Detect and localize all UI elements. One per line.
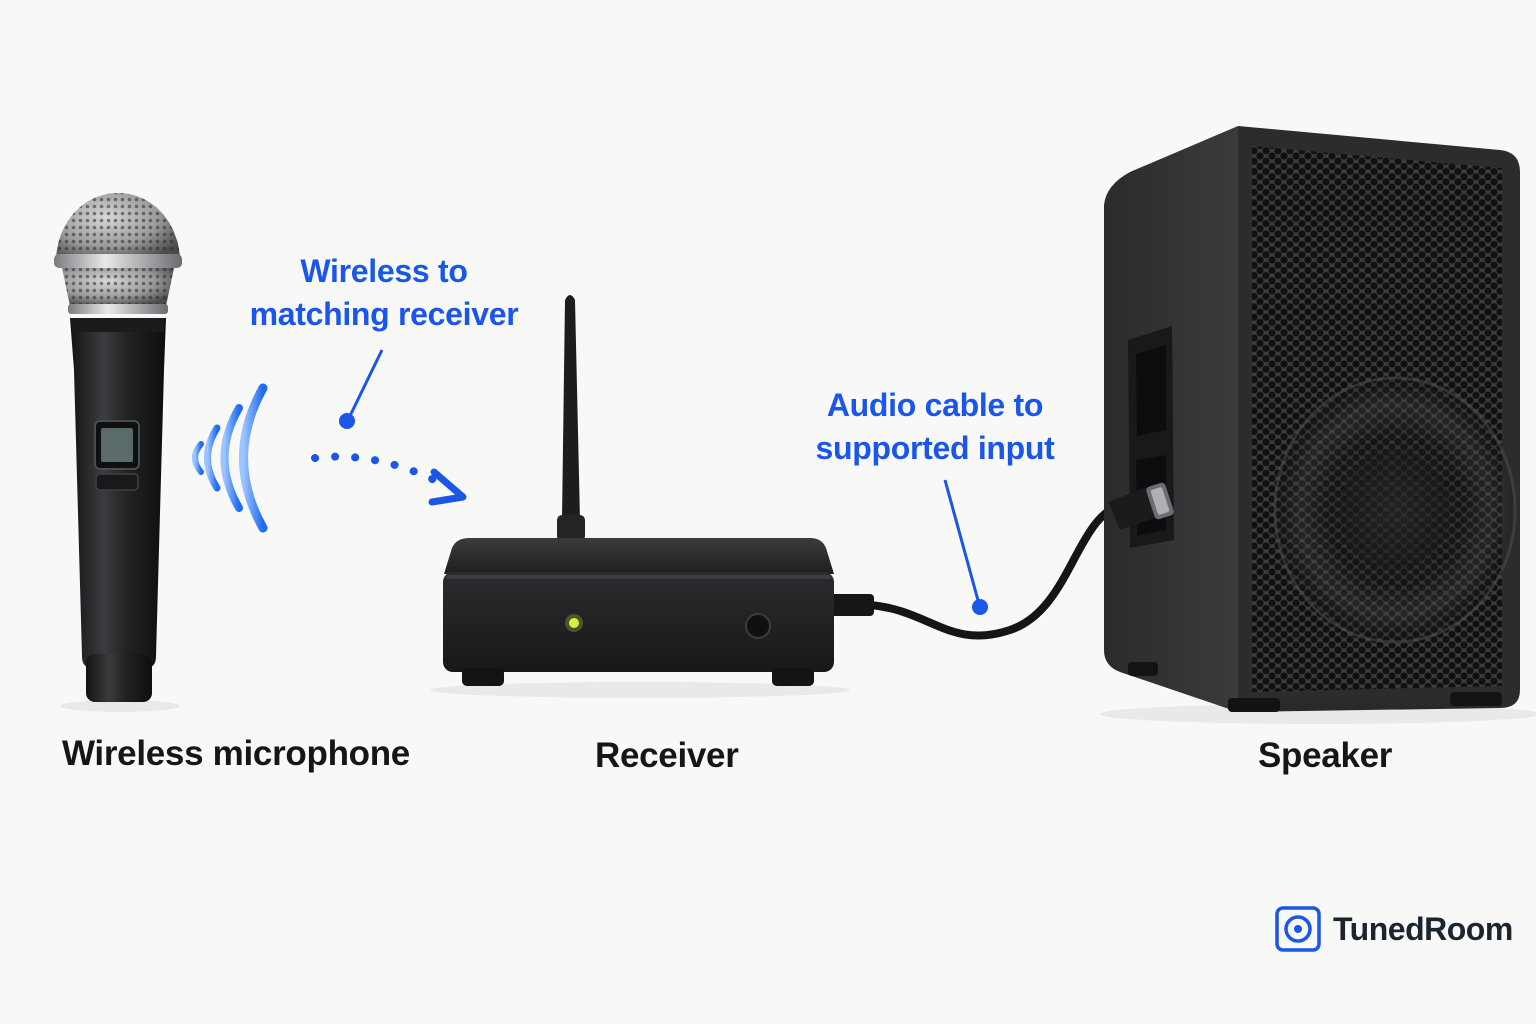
wireless-annotation-line1: Wireless to [300, 253, 468, 289]
receiver-led [569, 618, 579, 628]
cable-annotation-line2: supported input [815, 430, 1055, 466]
speaker-square-icon [1275, 906, 1321, 952]
receiver-label: Receiver [595, 736, 739, 775]
wireless-waves-icon [192, 383, 268, 533]
wireless-annotation: Wireless to matching receiver [224, 250, 544, 336]
receiver-button [745, 613, 771, 639]
microphone-handle [70, 318, 166, 668]
brand-name: TunedRoom [1333, 910, 1513, 947]
wireless-annotation-line2: matching receiver [249, 296, 519, 332]
microphone-label: Wireless microphone [62, 734, 410, 773]
receiver-antenna [557, 295, 585, 541]
dotted-arrow-icon [311, 452, 467, 506]
speaker-input-jack [1108, 482, 1174, 530]
microphone-grille [54, 193, 182, 314]
speaker-woofer [1275, 378, 1515, 642]
cable-callout-pointer [943, 479, 988, 615]
wireless-microphone [54, 193, 182, 702]
speaker [1104, 126, 1520, 712]
speaker-label: Speaker [1258, 736, 1393, 775]
cable-annotation-line1: Audio cable to [826, 387, 1044, 423]
microphone-power-switch [95, 473, 139, 491]
audio-cable [866, 501, 1124, 640]
cable-annotation: Audio cable to supported input [790, 384, 1080, 470]
receiver [443, 295, 1124, 686]
brand-logo: TunedRoom [1275, 905, 1513, 953]
wireless-callout-pointer [339, 349, 384, 429]
